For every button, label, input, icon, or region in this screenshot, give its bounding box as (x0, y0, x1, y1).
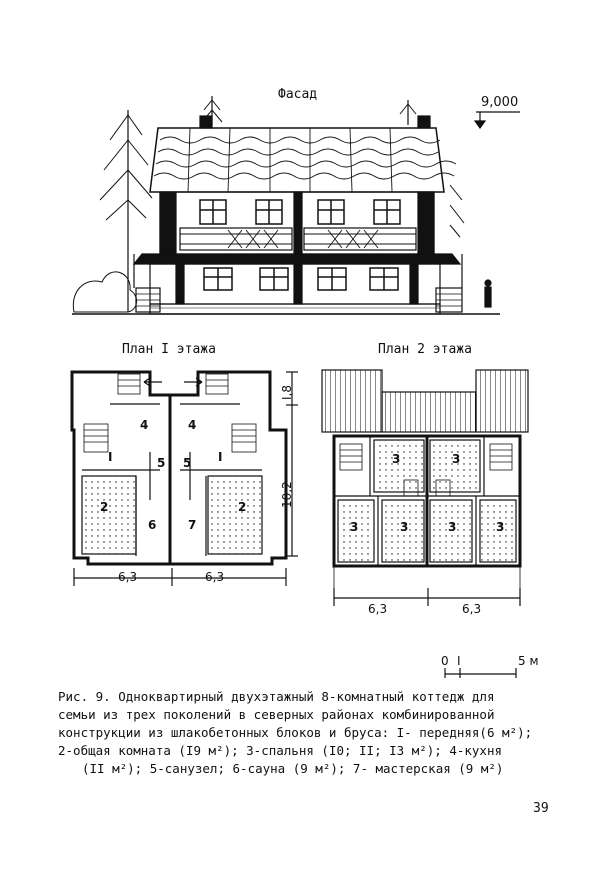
scale-bar (444, 668, 517, 678)
plan1-room-6: 6 (148, 518, 157, 532)
caption-line: семьи из трех поколений в северных район… (58, 707, 495, 722)
plan1-dim-bottom-right: 6,3 (205, 570, 225, 584)
plan2-room-3-a: 3 (392, 452, 401, 466)
plan2-room-3-e: 3 (448, 520, 457, 534)
plan1-room-7: 7 (188, 518, 197, 532)
scale-start: 0 (441, 654, 449, 668)
caption-line: конструкции из шлакобетонных блоков и бр… (58, 725, 533, 740)
plan2-room-3-f: 3 (496, 520, 505, 534)
plan1-drawing (70, 370, 298, 586)
plan2-dim-bottom-right: 6,3 (462, 602, 482, 616)
plan1-room-4-right: 4 (188, 418, 197, 432)
plan2-drawing (321, 369, 529, 606)
plan1-room-1-right: I (218, 450, 223, 464)
caption-line: Рис. 9. Одноквартирный двухэтажный 8-ком… (58, 689, 495, 704)
scale-mid: I (457, 654, 461, 668)
plan1-room-5-left: 5 (157, 456, 166, 470)
plan1-title: План I этажа (122, 342, 216, 357)
plan2-room-3-d: 3 (400, 520, 409, 534)
plan2-title: План 2 этажа (378, 342, 472, 357)
plan2-dim-bottom-left: 6,3 (368, 602, 388, 616)
plan1-room-5-right: 5 (183, 456, 192, 470)
caption-line: (II м²); 5-санузел; 6-сауна (9 м²); 7- м… (82, 761, 504, 776)
scale-end: 5 м (518, 654, 539, 668)
figure-caption: Рис. 9. Одноквартирный двухэтажный 8-ком… (58, 688, 558, 778)
plan2-room-3-c: 3 (350, 520, 359, 534)
page-number: 39 (533, 801, 549, 816)
facade-height-mark: 9,000 (481, 95, 519, 110)
plan1-room-2-right: 2 (238, 500, 247, 514)
plan1-room-4-left: 4 (140, 418, 149, 432)
facade-drawing (72, 96, 520, 315)
plan2-room-3-b: 3 (452, 452, 461, 466)
caption-line: 2-общая комната (I9 м²); 3-спальня (I0; … (58, 743, 503, 758)
facade-title: Фасад (278, 87, 318, 102)
plan1-room-1-left: I (108, 450, 113, 464)
plan1-room-2-left: 2 (100, 500, 109, 514)
plan1-dim-bottom-left: 6,3 (118, 570, 138, 584)
